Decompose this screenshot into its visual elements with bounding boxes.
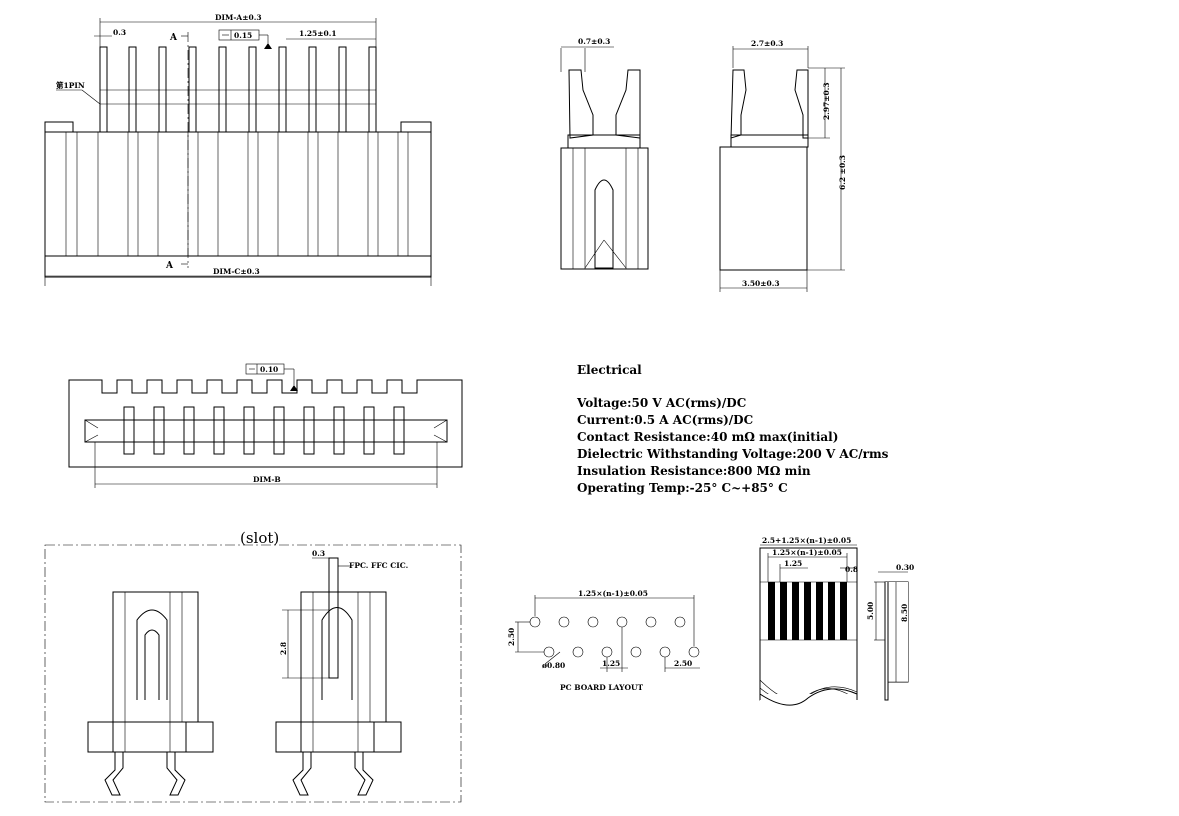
housing-outline	[44, 131, 432, 257]
side1-width-label: 0.7±0.3	[578, 37, 610, 46]
section-housing	[560, 147, 649, 270]
pcb-pitch2-label: 2.50	[674, 659, 692, 668]
fpc-inserted	[328, 557, 339, 679]
pcb-row-offset-label: 2.50	[507, 628, 516, 646]
section-mark-bottom: A	[165, 261, 174, 271]
fpc-total-width-label: 2.5+1.25×(n-1)±0.05	[762, 536, 851, 545]
top-contacts	[123, 406, 405, 455]
front-pins	[99, 46, 377, 133]
slot-frame	[44, 544, 462, 803]
spec-dielectric-voltage: Dielectric Withstanding Voltage:200 V AC…	[577, 447, 889, 461]
housing-ribs	[65, 132, 409, 256]
side2-housing	[719, 146, 808, 271]
spec-voltage: Voltage:50 V AC(rms)/DC	[576, 396, 746, 410]
dim-b-label: DIM-B	[253, 475, 281, 484]
pcb-layout: 1.25×(n-1)±0.05 2.50 ø0.80 1.25 2.50 PC …	[507, 589, 700, 692]
spec-current: Current:0.5 A AC(rms)/DC	[577, 413, 753, 427]
housing-ear-right	[400, 121, 432, 133]
top-housing	[68, 379, 463, 468]
fpc-contact-length-label: 5.00	[866, 602, 875, 620]
dim-c-label: DIM-C±0.3	[213, 267, 260, 276]
electrical-specs: Electrical Voltage:50 V AC(rms)/DC Curre…	[576, 363, 889, 495]
front-view: DIM-A±0.3 0.3 0.15 1.25±0.1 A A 第1PIN DI…	[44, 13, 432, 286]
fpc-conductor-width-label: 0.8	[845, 565, 858, 574]
fpc-conductor-span-label: 1.25×(n-1)±0.05	[772, 548, 842, 557]
insert-depth-label: 2.8	[279, 642, 288, 655]
contact-right	[615, 69, 641, 139]
spec-contact-resistance: Contact Resistance:40 mΩ max(initial)	[577, 430, 838, 444]
fpc-spec: 2.5+1.25×(n-1)±0.05 1.25×(n-1)±0.05 1.25…	[759, 536, 914, 714]
pcb-layout-title: PC BOARD LAYOUT	[560, 683, 644, 692]
housing-ear-left	[44, 121, 74, 133]
pitch-label: 1.25±0.1	[299, 29, 337, 38]
datum-triangle	[264, 43, 272, 49]
side-view-outline: 2.7±0.3 3.50±0.3 2.97±0.3 6.2 ±0.3	[719, 39, 847, 292]
pin-width-label: 0.3	[113, 28, 126, 37]
fpc-conductors	[768, 582, 847, 640]
spec-operating-temp: Operating Temp:-25° C~+85° C	[577, 481, 788, 495]
slot-title: (slot)	[240, 529, 279, 547]
spec-insulation-resistance: Insulation Resistance:800 MΩ min	[577, 464, 811, 478]
fpc-thickness-value-label: 0.30	[896, 563, 914, 572]
top-view: 0.10 DIM-B	[68, 363, 463, 488]
fpc-thickness-label: 0.3	[312, 549, 325, 558]
pin1-label: 第1PIN	[56, 80, 85, 90]
top-flatness-value: 0.10	[260, 365, 278, 374]
pcb-holes	[529, 616, 700, 658]
side2-pin-height-label: 2.97±0.3	[822, 82, 831, 120]
dim-a-label: DIM-A±0.3	[215, 13, 262, 22]
fpc-pitch-label: 1.25	[784, 559, 802, 568]
section-mark-top: A	[169, 33, 178, 43]
side2-bottom-width-label: 3.50±0.3	[742, 279, 780, 288]
contact-left	[568, 69, 594, 139]
electrical-title: Electrical	[577, 363, 642, 377]
pcb-pitch-span-label: 1.25×(n-1)±0.05	[578, 589, 648, 598]
contact-spring	[594, 179, 614, 269]
flatness-value: 0.15	[234, 31, 252, 40]
slot-view: (slot) 0.3 FPC. FFC CIC. 2.8	[44, 529, 462, 803]
side2-top-width-label: 2.7±0.3	[751, 39, 783, 48]
fpc-stiffener-length-label: 8.50	[900, 604, 909, 622]
pcb-pitch-label: 1.25	[602, 659, 620, 668]
pcb-hole-dia-label: ø0.80	[542, 661, 565, 670]
side2-total-height-label: 6.2 ±0.3	[838, 155, 847, 190]
fpc-label: FPC. FFC CIC.	[349, 561, 408, 570]
side-view-section: 0.7±0.3	[560, 37, 649, 270]
